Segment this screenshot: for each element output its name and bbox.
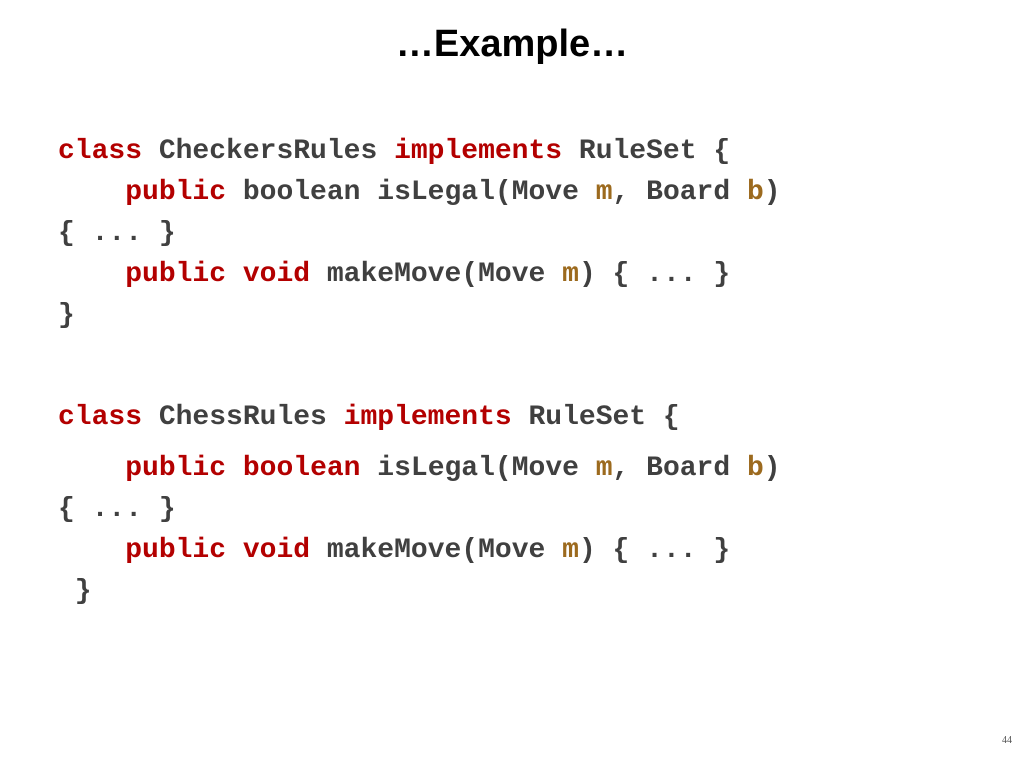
- code-keyword: boolean: [242, 453, 361, 484]
- code-text: [226, 259, 243, 290]
- code-text: [58, 259, 125, 290]
- code-text: ) { ... }: [578, 535, 731, 566]
- code-keyword: class: [58, 402, 143, 433]
- slide-title: …Example…: [395, 23, 629, 65]
- code-text: ): [763, 453, 781, 484]
- code-text: [58, 535, 125, 566]
- code-text: [58, 177, 125, 208]
- code-text: [226, 453, 243, 484]
- code-text: boolean isLegal(Move: [226, 177, 596, 208]
- code-line: public boolean isLegal(Move m, Board b): [58, 176, 781, 210]
- code-line: { ... }: [58, 493, 176, 527]
- code-text: }: [58, 576, 92, 607]
- code-text: RuleSet {: [511, 402, 680, 433]
- code-line: }: [58, 299, 75, 333]
- code-text: { ... }: [58, 218, 176, 249]
- code-parameter: m: [562, 259, 579, 290]
- code-parameter: b: [746, 453, 764, 484]
- code-parameter: m: [562, 535, 579, 566]
- code-parameter: b: [746, 177, 764, 208]
- code-text: ): [763, 177, 781, 208]
- code-keyword: void: [242, 259, 311, 290]
- code-text: , Board: [612, 177, 747, 208]
- code-text: }: [58, 300, 75, 331]
- code-keyword: public: [125, 177, 227, 208]
- code-parameter: m: [595, 177, 613, 208]
- code-keyword: class: [58, 136, 143, 167]
- code-line: public void makeMove(Move m) { ... }: [58, 534, 730, 568]
- code-text: ChessRules: [142, 402, 344, 433]
- code-line: class ChessRules implements RuleSet {: [58, 401, 680, 435]
- code-line: public boolean isLegal(Move m, Board b): [58, 452, 781, 486]
- code-keyword: public: [125, 535, 227, 566]
- code-keyword: void: [242, 535, 311, 566]
- code-keyword: implements: [343, 402, 512, 433]
- code-line: class CheckersRules implements RuleSet {: [58, 135, 730, 169]
- code-text: [58, 453, 125, 484]
- code-line: }: [58, 575, 92, 609]
- code-text: RuleSet {: [562, 136, 731, 167]
- code-parameter: m: [595, 453, 613, 484]
- code-keyword: public: [125, 453, 227, 484]
- code-line: public void makeMove(Move m) { ... }: [58, 258, 730, 292]
- page-number: 44: [1002, 735, 1012, 746]
- code-text: isLegal(Move: [360, 453, 596, 484]
- code-line: { ... }: [58, 217, 176, 251]
- code-text: { ... }: [58, 494, 176, 525]
- code-text: makeMove(Move: [310, 535, 563, 566]
- code-text: ) { ... }: [578, 259, 731, 290]
- code-keyword: implements: [394, 136, 563, 167]
- code-text: makeMove(Move: [310, 259, 563, 290]
- code-text: , Board: [612, 453, 747, 484]
- code-keyword: public: [125, 259, 227, 290]
- code-text: CheckersRules: [142, 136, 395, 167]
- code-text: [226, 535, 243, 566]
